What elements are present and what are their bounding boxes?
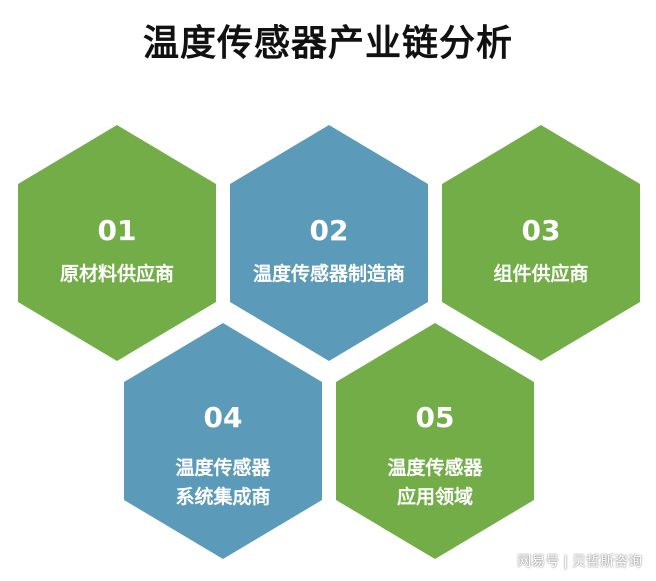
- hex-label: 组件供应商: [493, 262, 588, 285]
- hex-label: 原材料供应商: [60, 262, 174, 285]
- hex-label: 系统集成商: [175, 485, 270, 508]
- hex-shape: [18, 125, 216, 361]
- hex-label: 温度传感器制造商: [253, 262, 405, 285]
- page-title: 温度传感器产业链分析: [142, 23, 513, 64]
- watermark-source: 贝哲斯咨询: [572, 554, 642, 570]
- hex-number: 02: [310, 214, 349, 247]
- hex-label: 应用领域: [397, 485, 473, 508]
- hex-shape: [442, 125, 640, 361]
- hex-label: 温度传感器: [175, 456, 271, 479]
- hex-shape: [336, 323, 534, 559]
- hex-number: 03: [522, 214, 561, 247]
- hex-number: 01: [98, 214, 137, 247]
- hex-node-01: 01 原材料供应商: [18, 125, 216, 361]
- hex-shape: [230, 125, 428, 361]
- hex-label: 温度传感器: [387, 456, 483, 479]
- watermark-platform: 网易号: [517, 554, 560, 570]
- hex-number: 04: [204, 401, 243, 434]
- hex-node-02: 02 温度传感器制造商: [230, 125, 428, 361]
- watermark: 网易号|贝哲斯咨询: [517, 551, 642, 571]
- hex-shape: [124, 323, 322, 559]
- watermark-separator: |: [563, 554, 568, 570]
- hex-number: 05: [416, 401, 455, 434]
- hex-node-03: 03 组件供应商: [442, 125, 640, 361]
